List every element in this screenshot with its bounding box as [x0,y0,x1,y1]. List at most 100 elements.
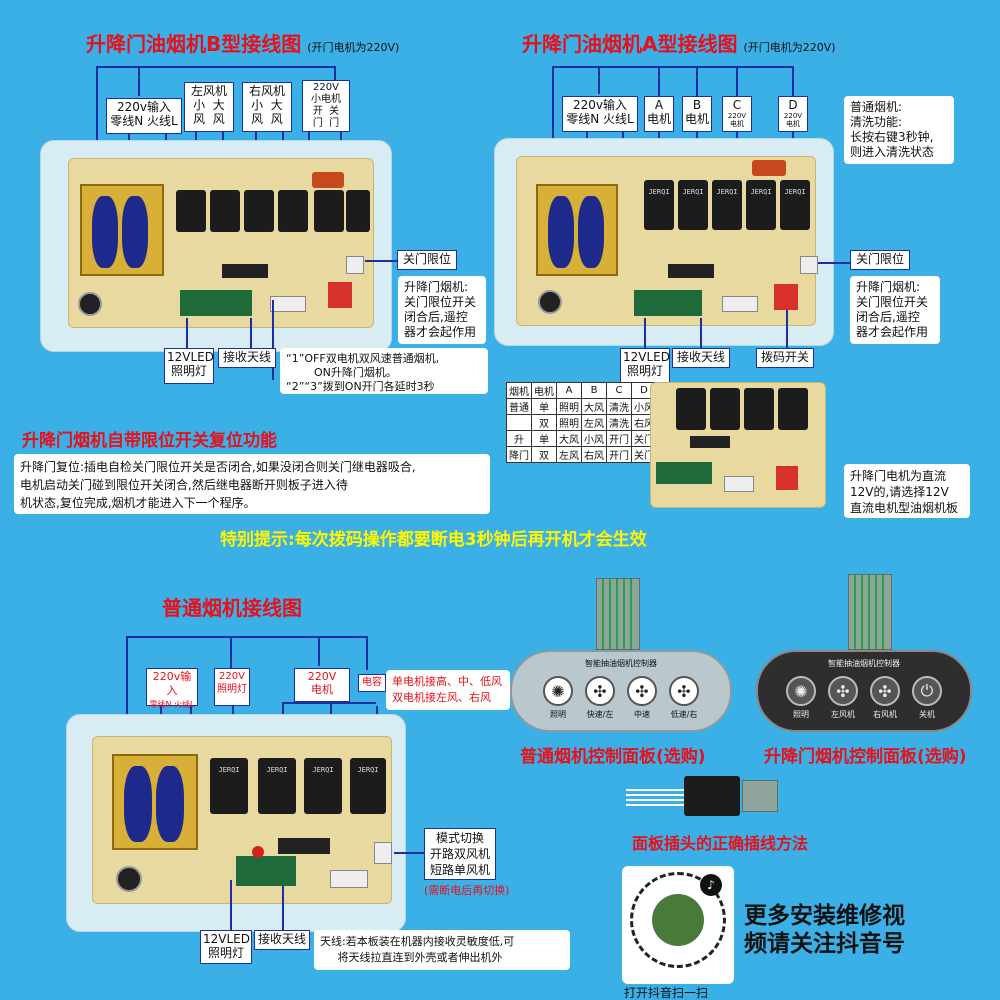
b-wire [186,318,188,350]
b-wire [272,300,274,380]
panel-normal-btn[interactable]: ✺照明 [543,676,573,720]
b-motor-label: 220V 小电机 开 关 门 门 [302,80,350,132]
panel-lift: 智能抽油烟机控制器 ✺照明 ✣左风机 ✣右风机 ⏻关机 [756,650,972,732]
a-title-text: 升降门油烟机A型接线图 [522,32,738,56]
a-relay-brand: JERQI [784,188,806,196]
plug-wire [626,789,686,791]
tiktok-icon: ♪ [700,874,722,896]
motor-table-cell: 照明 [556,414,582,431]
panel-lift-btn-label: 右风机 [873,710,897,719]
b-wire [250,318,252,348]
a-relay-brand: JERQI [648,188,670,196]
a2-relay [778,388,808,430]
panel-lift-brand: 智能抽油烟机控制器 [828,659,900,668]
n-cap-label: 电容 [358,674,386,692]
panel-normal-btn[interactable]: ✣低速/右 [669,676,699,720]
n-coil [156,766,184,842]
a-antenna-label: 接收天线 [672,348,730,368]
a2-chip [690,436,730,448]
a-wire [696,66,698,96]
a-wire [552,66,554,162]
panel-lift-btn[interactable]: ✺照明 [786,676,816,720]
motor-table-cell: 清洗 [606,414,632,431]
b-relay [314,190,344,232]
b-relay [278,190,308,232]
motor-table-cell: 开门 [606,446,632,463]
panel-normal-caption: 普通烟机控制面板(选购) [520,747,706,767]
a-wire [818,262,850,264]
panel-lift-btn[interactable]: ✣右风机 [870,676,900,720]
ribbon-line [882,575,884,649]
n-wire-top [126,636,366,638]
a-motor-c-top: C [732,98,742,112]
a-receiver-module [634,290,702,316]
panel-normal-buttons: ✺照明 ✣快速/左 ✣中速 ✣低速/右 [537,676,705,720]
n-coil [124,766,152,842]
n-relay-brand: JERQI [312,766,334,774]
a-led-label: 12VLED 照明灯 [620,348,670,384]
n-led-label: 12VLED 照明灯 [200,930,252,964]
b-door-note: 升降门烟机: 关门限位开关 闭合后,遥控 器才会起作用 [398,276,486,344]
a-relay: JERQI [712,180,742,230]
promo-text: 更多安装维修视 频请关注抖音号 [744,903,905,957]
motor-table-header: 电机 [531,382,557,399]
n-electrolytic-cap [116,866,142,892]
b-wire [334,66,336,82]
n-chip [278,838,330,854]
n-relay: JERQI [258,758,296,814]
b-right-fan-label: 右风机 小 大 风 风 [242,82,292,132]
n-wire [366,636,368,670]
a-relay-brand: JERQI [682,188,704,196]
reset-title: 升降门烟机自带限位开关复位功能 [22,431,277,451]
a-motor-d-sub: 220V 电机 [783,112,803,128]
motor-table-cell: 大风 [556,430,582,447]
a-terminal [722,296,758,312]
motor-table-header: 烟机 [506,382,532,399]
b-terminal [270,296,306,312]
panel-lift-btn[interactable]: ⏻关机 [912,676,942,720]
plug-connector [684,776,740,816]
b-dip-switch [328,282,352,308]
table-row: 升单大风小风开门关门 [506,430,657,447]
n-relay-brand: JERQI [218,766,240,774]
panel-lift-btn-label: 关机 [919,710,935,719]
panel-normal-btn-label: 中速 [634,710,650,719]
normal-title: 普通烟机接线图 [162,596,302,620]
motor-table-cell: 清洗 [606,398,632,415]
ribbon-line [875,575,877,649]
table-row: 双照明左风清洗右风 [506,414,657,431]
motor-table-cell: 普通 [506,398,532,415]
panel-normal-btn[interactable]: ✣中速 [627,676,657,720]
a-coil [548,196,574,268]
a-12v-note: 升降门电机为直流 12V的,请选择12V 直流电机型油烟机板 [844,464,970,518]
b-relay [244,190,274,232]
motor-table-header: A [556,382,582,399]
b-wire-left [96,66,98,162]
bulb-icon: ✺ [786,676,816,706]
n-relay: JERQI [304,758,342,814]
qr-caption: 打开抖音扫一扫 [624,986,709,1000]
a-wire [700,318,702,348]
a-input-label: 220v输入 零线N 火线L [562,96,638,132]
panel-lift-btn[interactable]: ✣左风机 [828,676,858,720]
a-wire [792,66,794,96]
qr-ring [630,872,726,968]
a-motor-c-sub: 220V 电机 [727,112,747,128]
n-wire [282,886,284,930]
panel-lift-btn-label: 左风机 [831,710,855,719]
panel-normal: 智能抽油烟机控制器 ✺照明 ✣快速/左 ✣中速 ✣低速/右 [510,650,732,732]
fan-icon: ✣ [669,676,699,706]
ribbon-line [616,579,618,649]
n-mode-jumper [374,842,392,864]
panel-normal-btn[interactable]: ✣快速/左 [585,676,615,720]
a-motor-b-label: B 电机 [682,96,712,132]
a-coil [578,196,604,268]
plug-wires [626,786,686,808]
b-wire-top [96,66,334,68]
a-limit-terminal [800,256,818,274]
b-antenna-label: 接收天线 [218,348,276,368]
motor-table-cell: 双 [531,414,557,431]
a-motor-a-label: A 电机 [644,96,674,132]
